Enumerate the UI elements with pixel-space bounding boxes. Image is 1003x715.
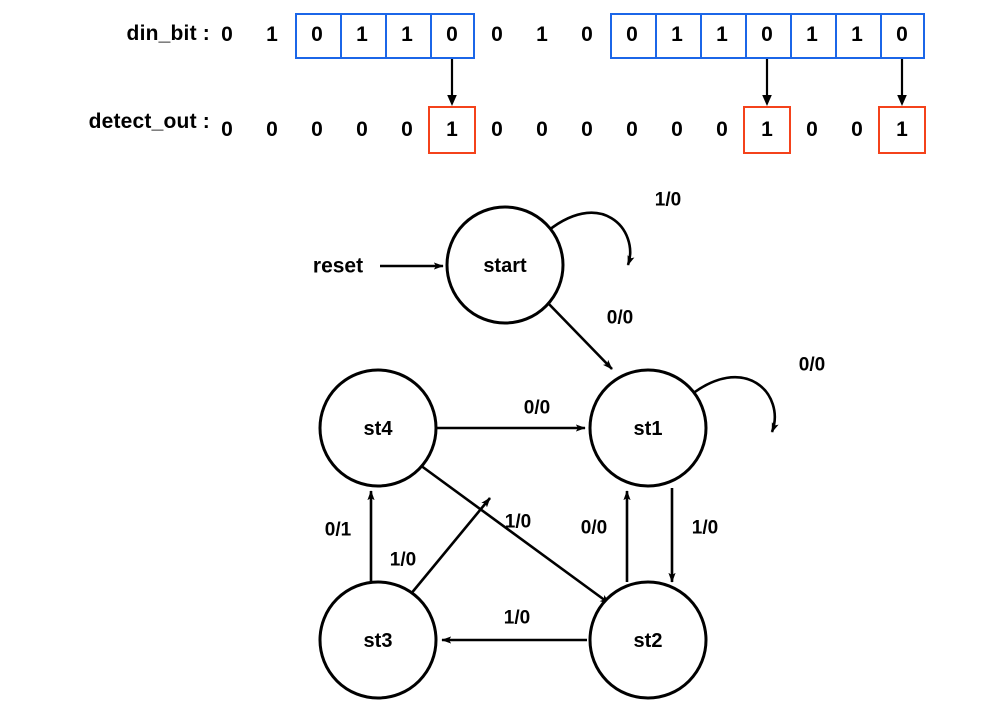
detect-out-cell: 0 bbox=[311, 118, 323, 141]
din-bit-cell: 0 bbox=[491, 23, 503, 46]
edge-label-st4-to-st1: 0/0 bbox=[524, 398, 550, 419]
reset-label: reset bbox=[313, 255, 363, 278]
detect-out-cell: 1 bbox=[896, 118, 908, 141]
state-circle-st3[interactable] bbox=[318, 580, 438, 700]
din-bit-cell: 1 bbox=[536, 23, 548, 46]
detect-out-cell: 1 bbox=[761, 118, 773, 141]
state-node-st3[interactable]: st3 bbox=[318, 580, 438, 700]
din-bit-cell: 0 bbox=[761, 23, 773, 46]
detect-out-cell: 0 bbox=[491, 118, 503, 141]
detection-arrow bbox=[759, 59, 775, 107]
detect-out-highlight-box bbox=[878, 106, 926, 154]
din-bit-row-label: din_bit : bbox=[126, 22, 210, 45]
state-diagram: reset 1/0 0/0 0/0 0/0 bbox=[0, 170, 1003, 715]
din-bit-cell: 0 bbox=[311, 23, 323, 46]
din-bit-cell: 1 bbox=[716, 23, 728, 46]
state-node-start[interactable]: start bbox=[445, 205, 565, 325]
detect-out-cell: 0 bbox=[536, 118, 548, 141]
state-label-st1: st1 bbox=[634, 418, 663, 440]
din-bit-cell: 1 bbox=[356, 23, 368, 46]
state-node-st1[interactable]: st1 bbox=[588, 368, 708, 488]
edge-label-st3-to-st4: 0/1 bbox=[325, 520, 352, 541]
edge-label-start-self: 1/0 bbox=[655, 190, 681, 211]
detect-out-cell: 0 bbox=[221, 118, 233, 141]
din-bit-cell: 0 bbox=[221, 23, 233, 46]
detect-out-cell: 0 bbox=[716, 118, 728, 141]
state-label-st3: st3 bbox=[364, 630, 393, 652]
state-node-st2[interactable]: st2 bbox=[588, 580, 708, 700]
edge-label-st3-to-start: 1/0 bbox=[390, 550, 416, 571]
din-bit-cell-divider bbox=[429, 13, 432, 59]
detect-out-cell: 0 bbox=[806, 118, 818, 141]
state-circle-st4[interactable] bbox=[318, 368, 438, 488]
din-bit-cell: 1 bbox=[851, 23, 863, 46]
state-label-st4: st4 bbox=[364, 418, 394, 440]
detect-out-row-label: detect_out : bbox=[88, 110, 210, 133]
edge-label-st1-to-st2: 1/0 bbox=[692, 518, 718, 539]
state-circle-st1[interactable] bbox=[588, 368, 708, 488]
state-diagram-canvas: reset 1/0 0/0 0/0 0/0 bbox=[313, 190, 825, 700]
detect-out-cell: 1 bbox=[446, 118, 458, 141]
din-bit-cell: 1 bbox=[671, 23, 683, 46]
state-node-st4[interactable]: st4 bbox=[318, 368, 438, 488]
edge-label-st1-self: 0/0 bbox=[799, 355, 825, 376]
detect-out-highlight-box bbox=[428, 106, 476, 154]
detect-out-cell: 0 bbox=[401, 118, 413, 141]
state-label-st2: st2 bbox=[634, 630, 663, 652]
edge-start-to-st1 bbox=[545, 300, 613, 370]
detect-out-cell: 0 bbox=[626, 118, 638, 141]
din-bit-cell: 0 bbox=[446, 23, 458, 46]
detect-out-cell: 0 bbox=[266, 118, 278, 141]
din-bit-cell: 1 bbox=[401, 23, 413, 46]
din-bit-group-box bbox=[609, 13, 925, 59]
detection-arrow bbox=[444, 59, 460, 107]
edge-label-st2-to-st1: 0/0 bbox=[581, 518, 607, 539]
detect-out-cell: 0 bbox=[581, 118, 593, 141]
state-circle-start[interactable] bbox=[445, 205, 565, 325]
din-bit-cell: 0 bbox=[626, 23, 638, 46]
din-bit-cell: 0 bbox=[896, 23, 908, 46]
detection-arrow bbox=[894, 59, 910, 107]
din-bit-cell-divider bbox=[879, 13, 882, 59]
edge-st1-self-loop bbox=[686, 375, 779, 433]
din-bit-cell: 1 bbox=[806, 23, 818, 46]
din-bit-cell-divider bbox=[699, 13, 702, 59]
din-bit-cell-divider bbox=[744, 13, 747, 59]
din-bit-cell-divider bbox=[834, 13, 837, 59]
edge-start-self-loop bbox=[542, 211, 635, 266]
detect-out-cell: 0 bbox=[356, 118, 368, 141]
edge-st3-to-start bbox=[408, 497, 492, 596]
edge-label-start-to-st1: 0/0 bbox=[607, 308, 633, 329]
state-label-start: start bbox=[483, 255, 527, 277]
din-bit-cell: 0 bbox=[581, 23, 593, 46]
din-bit-cell-divider bbox=[384, 13, 387, 59]
din-bit-cell: 1 bbox=[266, 23, 278, 46]
state-circle-st2[interactable] bbox=[588, 580, 708, 700]
edge-st4-to-st2 bbox=[419, 463, 611, 606]
din-bit-cell-divider bbox=[789, 13, 792, 59]
detect-out-cell: 0 bbox=[671, 118, 683, 141]
edge-label-st4-to-st2: 1/0 bbox=[505, 512, 531, 533]
din-bit-cell-divider bbox=[339, 13, 342, 59]
din-bit-cell-divider bbox=[654, 13, 657, 59]
detect-out-highlight-box bbox=[743, 106, 791, 154]
edge-label-st2-to-st3: 1/0 bbox=[504, 608, 530, 629]
detect-out-cell: 0 bbox=[851, 118, 863, 141]
